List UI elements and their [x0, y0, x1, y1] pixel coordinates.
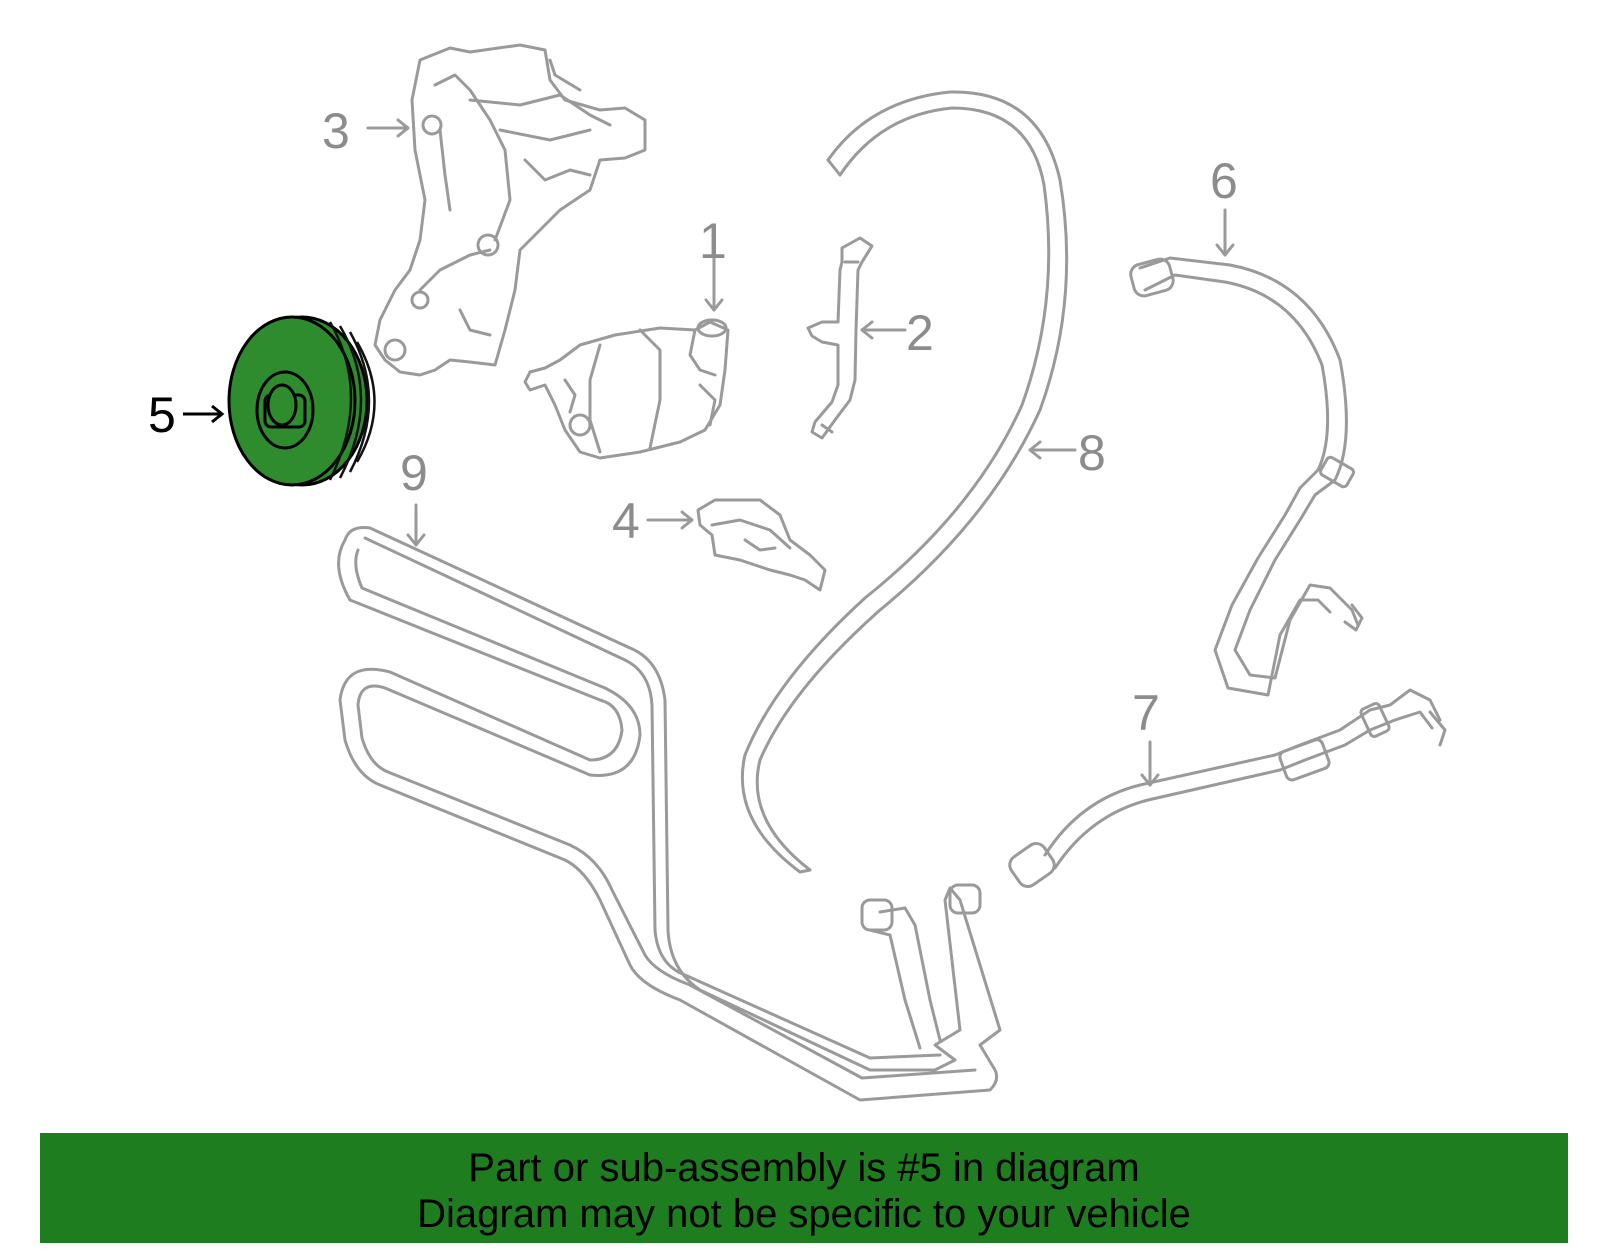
callout-arrows — [366, 118, 1235, 787]
part-2-reservoir-pipe[interactable] — [806, 236, 874, 440]
callout-3[interactable]: 3 — [322, 103, 350, 159]
callout-arrow-5 — [183, 404, 225, 424]
callout-1[interactable]: 1 — [699, 213, 727, 269]
footer-line-1: Part or sub-assembly is #5 in diagram — [468, 1146, 1140, 1190]
part-8-hose[interactable] — [740, 90, 1069, 874]
callout-6[interactable]: 6 — [1210, 153, 1238, 209]
callout-5[interactable]: 5 — [148, 387, 176, 443]
callout-4[interactable]: 4 — [612, 493, 640, 549]
callout-8[interactable]: 8 — [1078, 425, 1106, 481]
part-3-bracket[interactable] — [373, 43, 647, 377]
footer-banner: Part or sub-assembly is #5 in diagram Di… — [40, 1133, 1568, 1243]
part-4-bracket[interactable] — [696, 498, 827, 592]
part-7-hose[interactable] — [1006, 688, 1447, 890]
part-9-belt[interactable] — [337, 526, 1002, 1102]
part-6-hose[interactable] — [1128, 256, 1364, 697]
callout-9[interactable]: 9 — [400, 445, 428, 501]
parts-diagram: 3 1 2 6 8 9 4 7 5 — [148, 43, 1447, 1102]
part-1-pump[interactable] — [523, 318, 730, 460]
callout-7[interactable]: 7 — [1132, 685, 1160, 741]
callout-2[interactable]: 2 — [906, 305, 934, 361]
footer-line-2: Diagram may not be specific to your vehi… — [417, 1192, 1191, 1236]
part-5-pulley[interactable] — [227, 315, 376, 487]
